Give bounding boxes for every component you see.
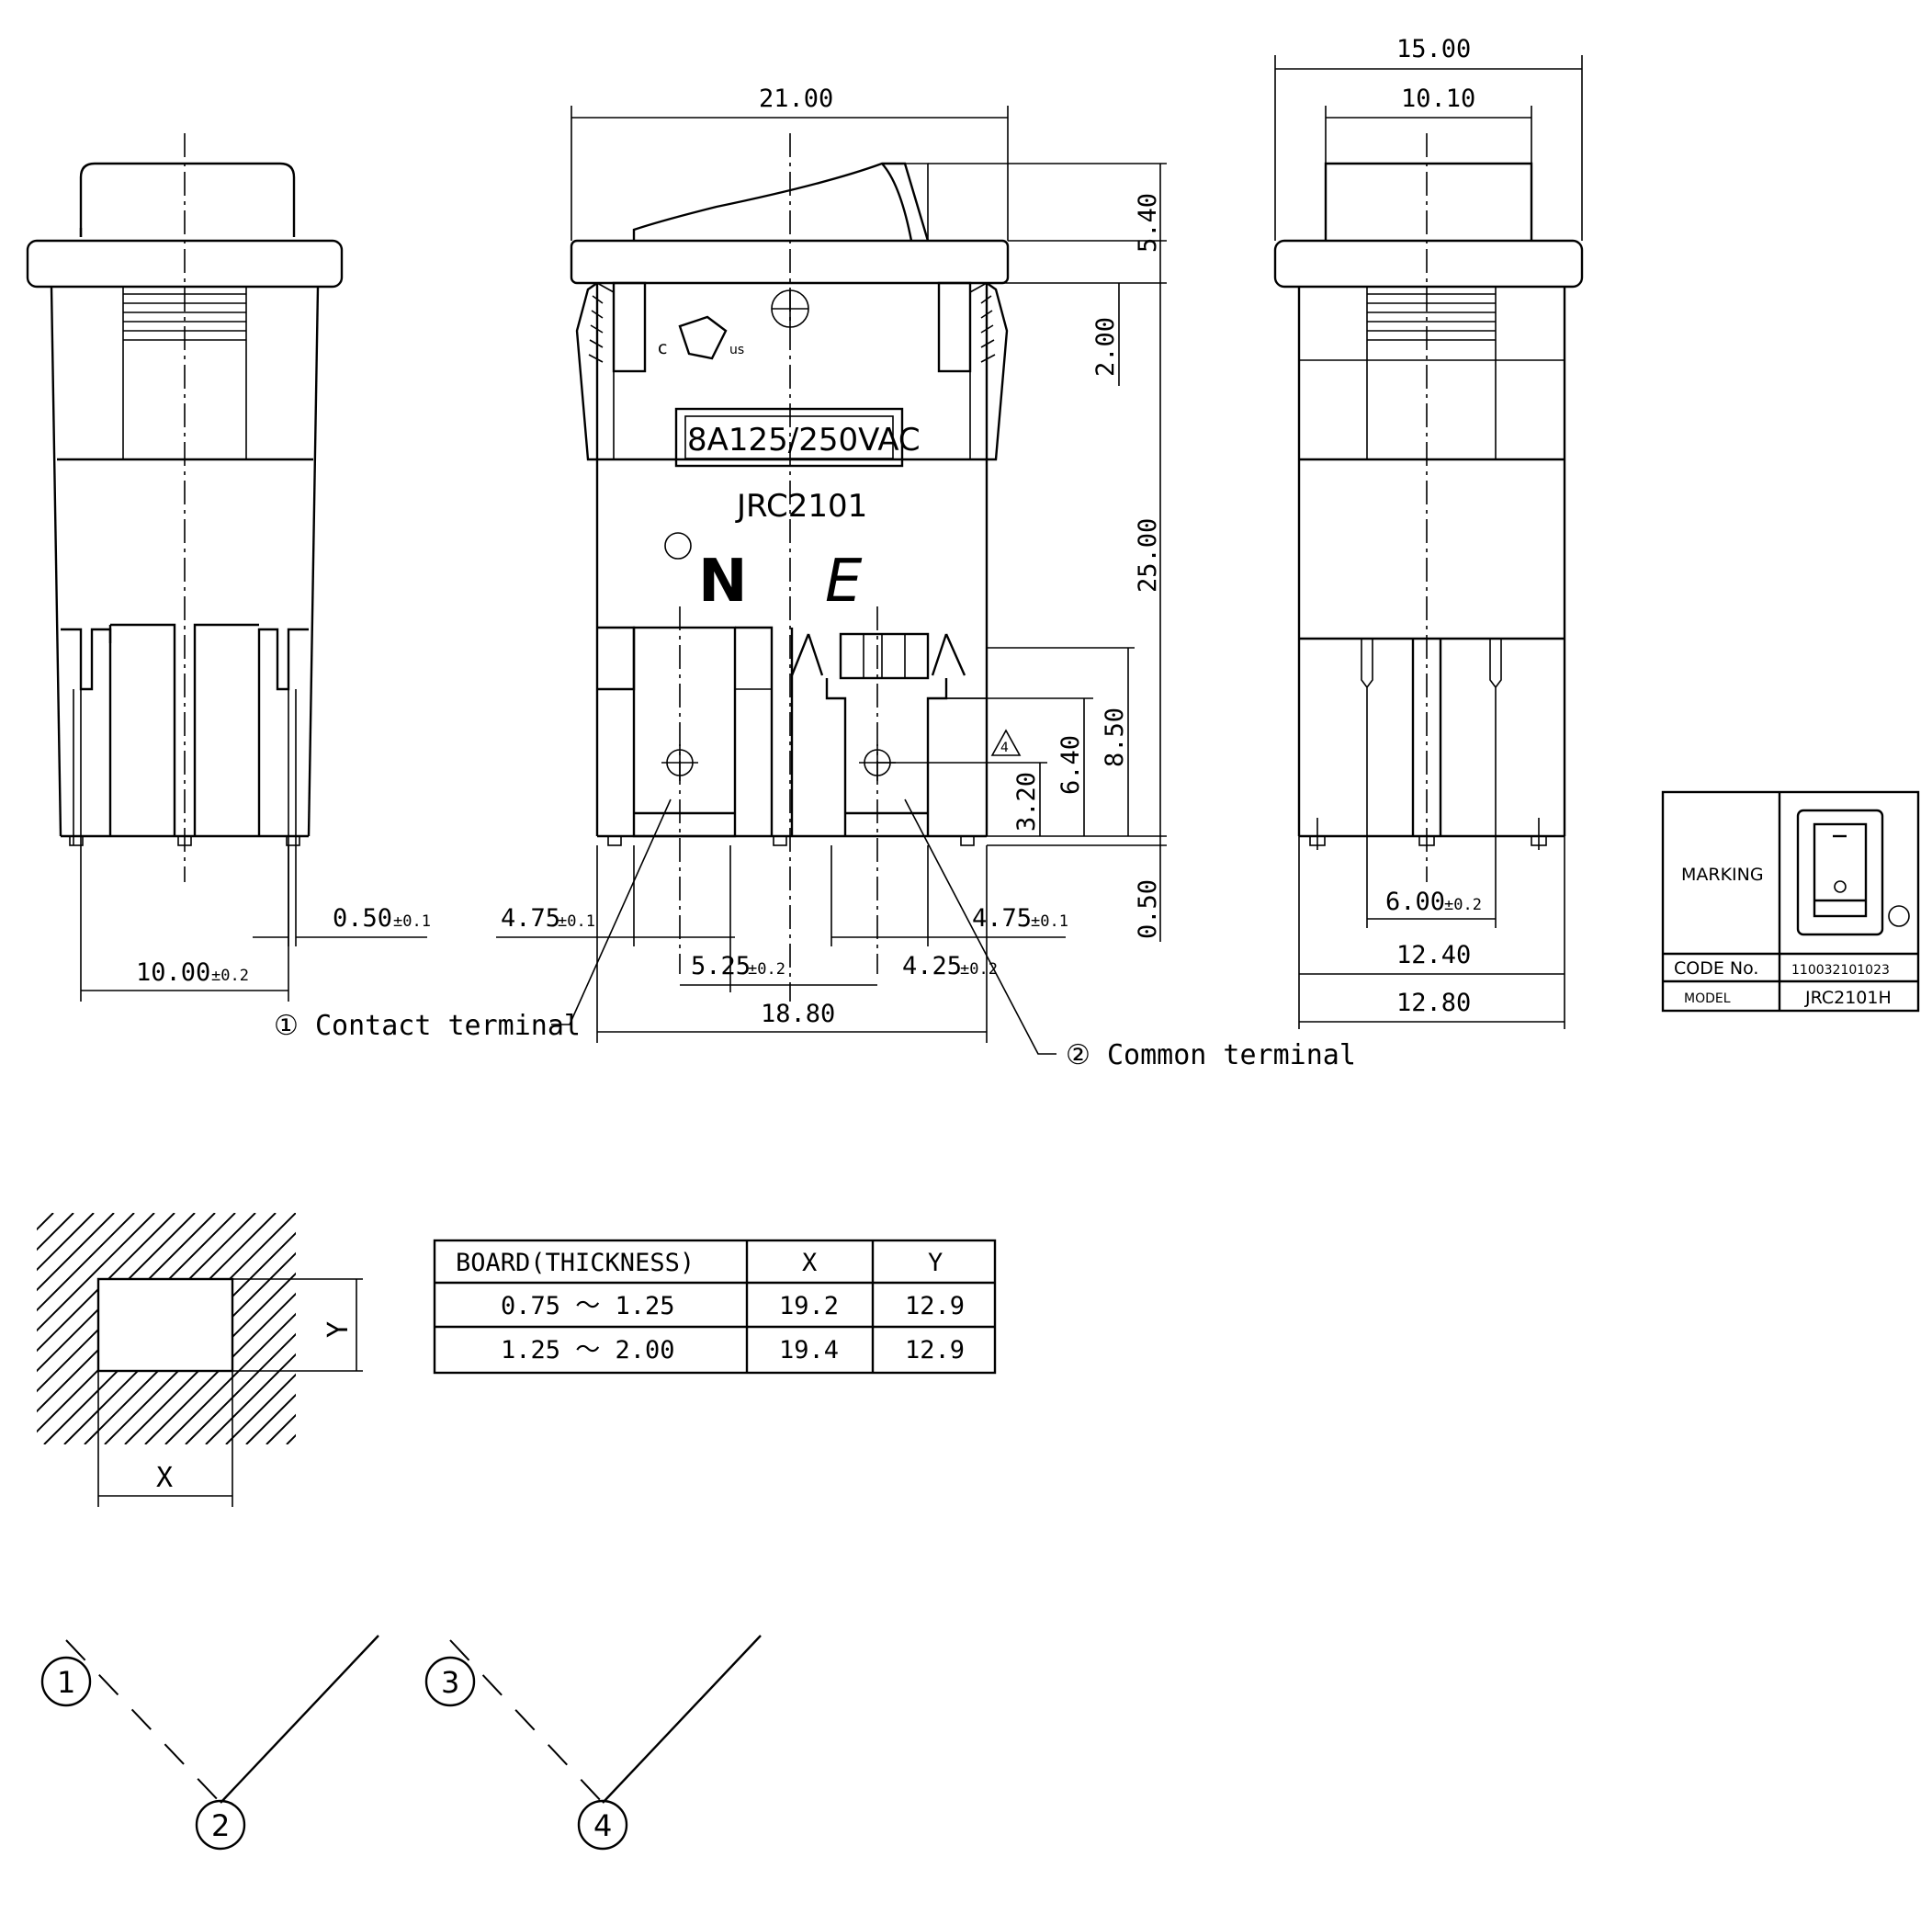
hatch-line bbox=[0, 1213, 13, 1444]
dim-pin-left-tol: ±0.1 bbox=[558, 912, 595, 931]
dim-side-pin-tol: ±0.1 bbox=[393, 912, 431, 931]
dim-height-850: 8.50 bbox=[1101, 708, 1129, 767]
cutout-opening bbox=[96, 1277, 234, 1373]
hatch-line bbox=[347, 1213, 579, 1444]
table-cell: 12.9 bbox=[905, 1292, 965, 1320]
hatch-line bbox=[327, 1213, 559, 1444]
hatch-line bbox=[37, 1213, 135, 1444]
code-value: 110032101023 bbox=[1791, 963, 1890, 978]
front-view: c us 8A125/250VAC JRC2101 N E bbox=[274, 85, 1356, 1071]
hatch-line bbox=[37, 1213, 115, 1444]
hatch-line bbox=[245, 1213, 296, 1444]
dim-rocker-height: 5.40 bbox=[1134, 193, 1162, 253]
table-header-x: X bbox=[802, 1249, 817, 1277]
warning-triangle-icon bbox=[990, 729, 1022, 756]
hatch-line bbox=[266, 1213, 296, 1444]
cutout-x-label: X bbox=[156, 1462, 173, 1494]
table-header-y: Y bbox=[928, 1249, 943, 1277]
cutout-y-label: Y bbox=[322, 1321, 355, 1338]
cert-us: us bbox=[729, 343, 744, 357]
model-label: MODEL bbox=[1684, 991, 1731, 1006]
dim-pin-left: 4.75 bbox=[501, 904, 560, 933]
cert-c: c bbox=[658, 338, 667, 358]
dim-end-pitch-tol: ±0.2 bbox=[1444, 896, 1482, 914]
hatch-line bbox=[225, 1213, 296, 1444]
hatch-line bbox=[37, 1213, 54, 1444]
dim-side-pin: 0.50 bbox=[333, 904, 392, 933]
hatch-line bbox=[144, 1213, 296, 1444]
terminal-2 bbox=[195, 1799, 246, 1851]
hatch-line bbox=[124, 1213, 296, 1444]
dim-pitch-left-tol: ±0.2 bbox=[748, 960, 785, 979]
dim-side-width-tol: ±0.2 bbox=[211, 967, 249, 985]
hatch-line bbox=[37, 1213, 216, 1444]
dim-end-1240: 12.40 bbox=[1396, 941, 1471, 969]
board-table: BOARD(THICKNESS) X Y 0.75 ～ 1.25 19.2 12… bbox=[433, 1239, 997, 1375]
terminal-4-label: 4 bbox=[593, 1808, 612, 1843]
dim-height-320: 3.20 bbox=[1012, 772, 1041, 832]
dim-height-050: 0.50 bbox=[1134, 879, 1162, 939]
ur-mark-icon bbox=[678, 315, 728, 360]
table-cell: 1.25 ～ 2.00 bbox=[501, 1336, 675, 1364]
hatching bbox=[0, 1213, 579, 1444]
circuit-diagram: 1 2 3 4 bbox=[40, 1635, 762, 1851]
svg-text:4: 4 bbox=[1000, 741, 1009, 755]
hatch-line bbox=[37, 1213, 155, 1444]
dim-end-rocker: 10.10 bbox=[1401, 85, 1475, 113]
model-value: JRC2101H bbox=[1804, 988, 1892, 1008]
dim-front-width: 21.00 bbox=[759, 85, 833, 113]
code-label: CODE No. bbox=[1674, 958, 1758, 979]
terminal-1 bbox=[40, 1656, 92, 1707]
table-cell: 0.75 ～ 1.25 bbox=[501, 1292, 675, 1320]
marking-model: JRC2101 bbox=[735, 488, 867, 525]
terminal-1-label: 1 bbox=[57, 1665, 75, 1700]
table-cell: 12.9 bbox=[905, 1336, 965, 1364]
label-common-terminal: ② Common terminal bbox=[1066, 1039, 1356, 1071]
marking-box: MARKING CODE No. 110032101023 MODEL JRC2… bbox=[1661, 790, 1920, 1013]
hatch-line bbox=[37, 1213, 95, 1444]
terminal-2-label: 2 bbox=[211, 1808, 230, 1843]
dim-side-width: 10.00 bbox=[136, 958, 210, 987]
table-cell: 19.4 bbox=[779, 1336, 839, 1364]
table-cell: 19.2 bbox=[779, 1292, 839, 1320]
dim-end-pitch: 6.00 bbox=[1385, 888, 1445, 916]
dim-overall-width: 18.80 bbox=[761, 1000, 835, 1028]
rocker-switch-icon bbox=[1796, 809, 1884, 936]
table-header-board: BOARD(THICKNESS) bbox=[456, 1249, 695, 1277]
label-contact-terminal: ① Contact terminal bbox=[274, 1010, 581, 1042]
hatch-line bbox=[164, 1213, 296, 1444]
dim-pin-right-tol: ±0.1 bbox=[1031, 912, 1068, 931]
hatch-line bbox=[37, 1213, 196, 1444]
dim-height-2: 2.00 bbox=[1091, 317, 1120, 377]
dim-pitch-right: 4.25 bbox=[902, 952, 962, 980]
end-view: 15.00 10.10 6.00 ±0.2 12.40 12.80 bbox=[1273, 35, 1584, 1029]
marking-label: MARKING bbox=[1681, 865, 1764, 885]
dim-pin-right: 4.75 bbox=[972, 904, 1032, 933]
marking-rating: 8A125/250VAC bbox=[687, 422, 921, 459]
dim-pitch-left: 5.25 bbox=[691, 952, 751, 980]
terminal-3-label: 3 bbox=[441, 1665, 459, 1700]
hatch-line bbox=[185, 1213, 296, 1444]
dim-end-top: 15.00 bbox=[1396, 35, 1471, 63]
terminal-4 bbox=[577, 1799, 628, 1851]
dim-end-1280: 12.80 bbox=[1396, 989, 1471, 1017]
hatch-line bbox=[0, 1213, 33, 1444]
hatch-line bbox=[37, 1213, 74, 1444]
dim-body-height: 25.00 bbox=[1134, 518, 1162, 593]
hatch-line bbox=[205, 1213, 296, 1444]
marking-n: N bbox=[698, 548, 748, 616]
terminal-3 bbox=[424, 1656, 476, 1707]
marking-e: E bbox=[825, 548, 863, 616]
dim-pitch-right-tol: ±0.2 bbox=[960, 960, 998, 979]
side-view: 10.00 ±0.2 0.50 ±0.1 bbox=[26, 133, 431, 1002]
hatch-line bbox=[286, 1213, 296, 1444]
dim-height-640: 6.40 bbox=[1056, 735, 1085, 795]
panel-cutout: Y X bbox=[0, 1213, 579, 1507]
hatch-line bbox=[37, 1213, 175, 1444]
